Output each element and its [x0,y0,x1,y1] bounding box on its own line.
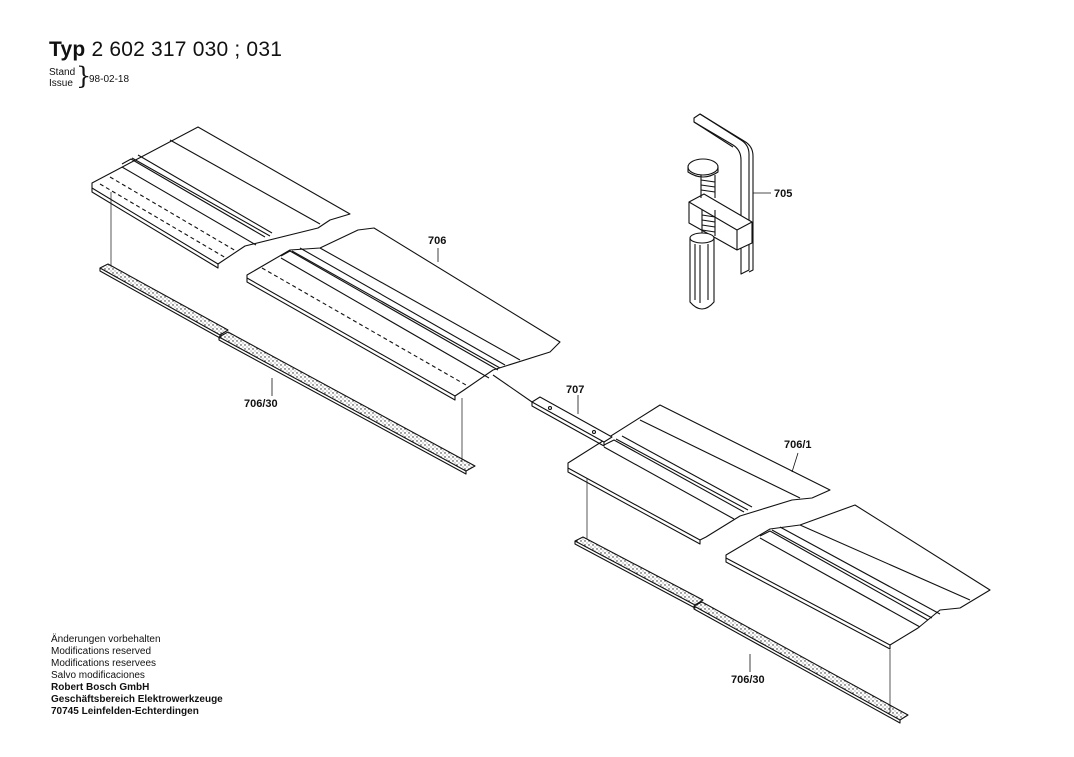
friction-strip-a2 [218,331,476,475]
label-706-30-right: 706/30 [731,674,765,686]
type-number: 2 602 317 030 ; 031 [91,38,283,61]
label-705: 705 [774,188,792,200]
footer-line-fr: Modifications reservees [51,658,157,669]
company-address: 70745 Leinfelden-Echterdingen [51,706,199,717]
footer-line-en: Modifications reserved [51,646,152,657]
clamp-705 [687,113,754,310]
leader-lines [271,192,799,672]
friction-strip-a1 [99,263,229,339]
friction-strip-b1 [574,536,704,609]
guide-rail-a [91,126,351,269]
footer-line-es: Salvo modificaciones [51,670,145,681]
label-707: 707 [566,384,584,396]
footer-notes: Änderungen vorbehalten Modifications res… [51,634,223,718]
company-name: Robert Bosch GmbH [51,682,150,693]
issue-date: 98-02-18 [89,74,130,85]
type-label: Typ [49,38,86,61]
connector-707 [492,374,613,447]
stand-label: Stand [49,67,76,78]
label-706-1: 706/1 [784,439,812,451]
alignment-lines [110,192,891,713]
guide-rail-706 [246,227,561,401]
type-number-heading: Typ 2 602 317 030 ; 031 [49,38,282,62]
guide-rail-b [725,504,991,650]
label-706-30-left: 706/30 [244,398,278,410]
label-706: 706 [428,235,446,247]
brace-symbol: } [76,62,92,90]
friction-strip-b2 [693,601,909,724]
issue-labels: Stand Issue [49,67,75,89]
guide-rail-706-1 [567,404,831,545]
company-division: Geschäftsbereich Elektrowerkzeuge [51,694,223,705]
issue-label: Issue [49,78,73,89]
footer-line-de: Änderungen vorbehalten [51,634,161,645]
